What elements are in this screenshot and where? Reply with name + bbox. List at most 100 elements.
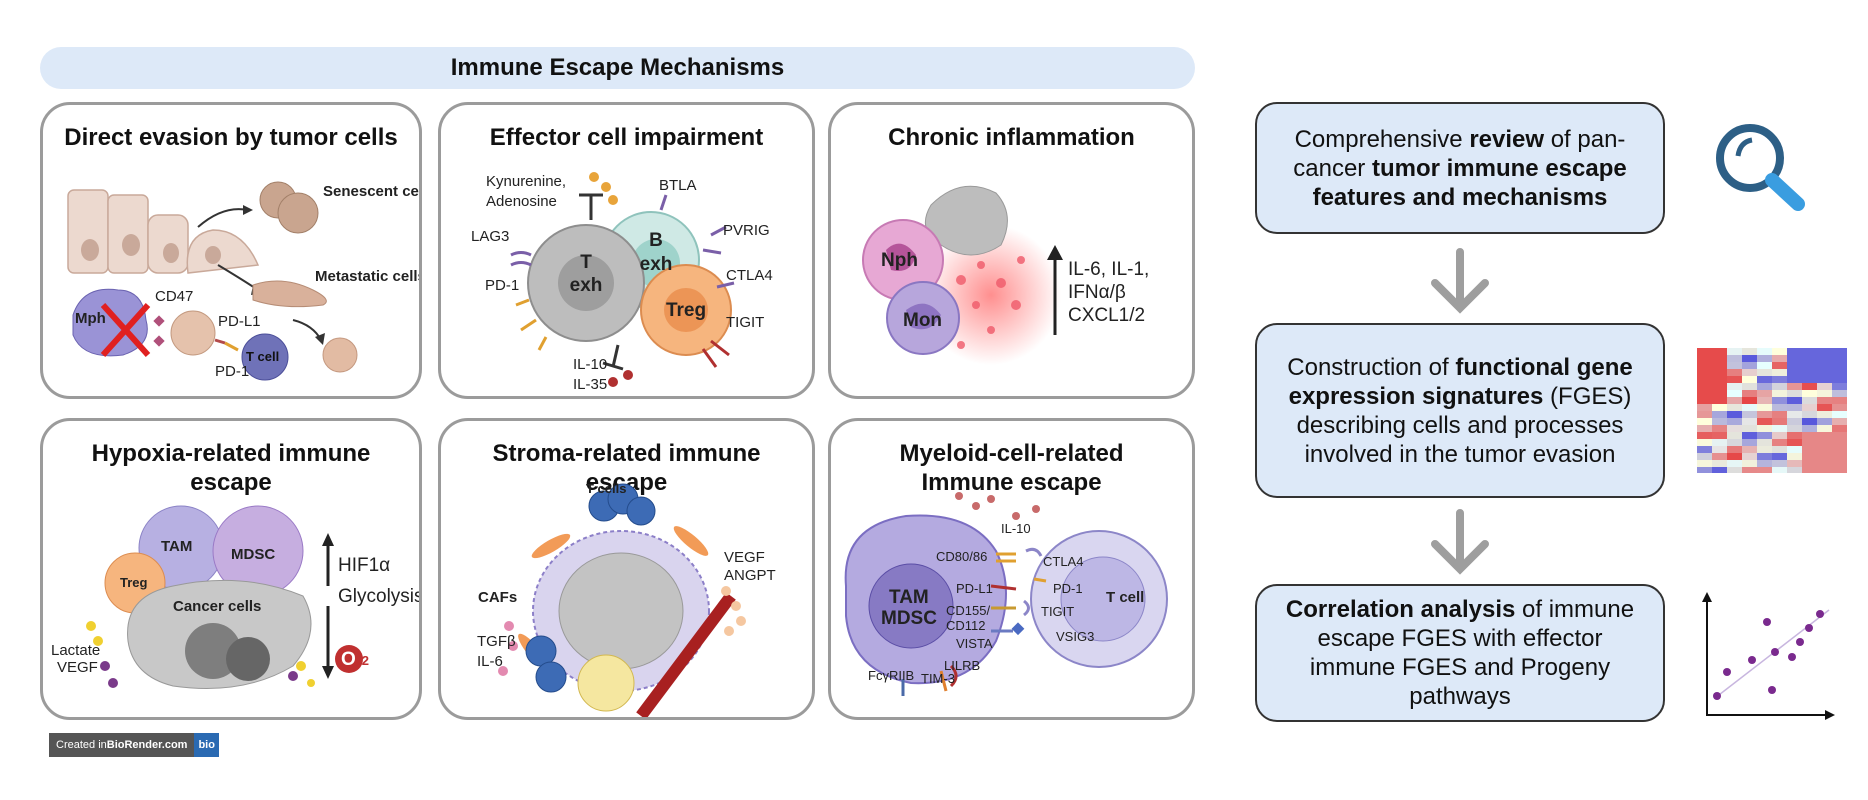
heatmap-cell <box>1757 425 1772 432</box>
badge-text: Created in BioRender.com <box>49 733 195 757</box>
heatmap-cell <box>1772 390 1787 397</box>
heatmap-cell <box>1712 446 1727 453</box>
heatmap-cell <box>1712 411 1727 418</box>
heatmap-cell <box>1742 439 1757 446</box>
label-cytokines-2: IFNα/β <box>1068 282 1126 303</box>
label-tam: TAM <box>889 587 929 608</box>
heatmap-cell <box>1787 460 1802 467</box>
label-il35: IL-35 <box>573 376 608 393</box>
heatmap-cell <box>1817 376 1832 383</box>
heatmap-cell <box>1727 404 1742 411</box>
heatmap-cell <box>1712 404 1727 411</box>
heatmap-cell <box>1772 432 1787 439</box>
heatmap-cell <box>1817 362 1832 369</box>
heatmap-cell <box>1757 376 1772 383</box>
heatmap-cell <box>1787 376 1802 383</box>
heatmap-cell <box>1787 467 1802 473</box>
heatmap-cell <box>1727 355 1742 362</box>
heatmap-cell <box>1727 446 1742 453</box>
heatmap-cell <box>1727 390 1742 397</box>
label-vegf: VEGF <box>57 659 98 676</box>
heatmap-cell <box>1832 411 1847 418</box>
heatmap-cell <box>1697 397 1712 404</box>
heatmap-cell <box>1832 404 1847 411</box>
heatmap-cell <box>1757 411 1772 418</box>
biorender-badge: Created in BioRender.com bio <box>49 733 219 757</box>
heatmap-cell <box>1787 453 1802 460</box>
heatmap-cell <box>1772 467 1787 473</box>
heatmap-cell <box>1712 460 1727 467</box>
heatmap-cell <box>1742 467 1757 473</box>
badge-tag: bio <box>194 733 219 757</box>
heatmap-cell <box>1802 355 1817 362</box>
heatmap-cell <box>1697 369 1712 376</box>
label-senescent: Senescent cells <box>323 183 419 200</box>
label-cytokines-1: IL-6, IL-1, <box>1068 259 1150 280</box>
label-tcell: T cell <box>246 349 280 364</box>
label-cd155: CD155/ <box>946 603 991 618</box>
heatmap-cell <box>1787 418 1802 425</box>
label-tcells: T cells <box>586 481 627 496</box>
heatmap-cell <box>1772 418 1787 425</box>
heatmap-cell <box>1727 369 1742 376</box>
heatmap-cell <box>1817 453 1832 460</box>
heatmap-cell <box>1817 411 1832 418</box>
step-review-text: Comprehensive review of pan-cancer tumor… <box>1293 125 1627 211</box>
label-lilrb: LILRB <box>944 658 981 673</box>
label-metastatic: Metastatic cells <box>315 268 422 285</box>
heatmap-cell <box>1802 362 1817 369</box>
label-fcyriib: FcγRIIB <box>868 668 915 683</box>
heatmap-cell <box>1742 453 1757 460</box>
heatmap-cell <box>1817 467 1832 473</box>
heatmap-cell <box>1712 383 1727 390</box>
label-nph: Nph <box>881 250 918 271</box>
label-tcell: T cell <box>1106 589 1145 606</box>
heatmap-cell <box>1802 411 1817 418</box>
heatmap-cell <box>1787 411 1802 418</box>
heatmap-cell <box>1802 348 1817 355</box>
heatmap-cell <box>1817 369 1832 376</box>
heatmap-cell <box>1817 460 1832 467</box>
label-tigit: TIGIT <box>1041 604 1075 619</box>
heatmap-cell <box>1757 439 1772 446</box>
label-pdl1: PD-L1 <box>218 313 261 330</box>
heatmap-cell <box>1802 446 1817 453</box>
step-correlation-text: Correlation analysis of immune escape FG… <box>1285 596 1635 710</box>
heatmap-cell <box>1787 397 1802 404</box>
label-il10: IL-10 <box>573 356 608 373</box>
heatmap-cell <box>1772 369 1787 376</box>
heatmap-cell <box>1697 439 1712 446</box>
heatmap-cell <box>1727 376 1742 383</box>
heatmap-cell <box>1802 369 1817 376</box>
heatmap-cell <box>1742 376 1757 383</box>
label-lactate: Lactate <box>51 642 101 659</box>
panel-chronic-inflammation: Chronic inflammation Nph Mon IL-6, IL-1,… <box>828 102 1195 399</box>
heatmap-cell <box>1727 362 1742 369</box>
label-treg: Treg <box>665 300 707 321</box>
heatmap-cell <box>1817 404 1832 411</box>
heatmap-cell <box>1757 460 1772 467</box>
label-bexh-b: B <box>649 230 663 251</box>
label-tigit: TIGIT <box>726 314 765 331</box>
heatmap-cell <box>1742 418 1757 425</box>
heatmap-icon <box>1697 348 1847 473</box>
heatmap-cell <box>1742 411 1757 418</box>
heatmap-cell <box>1772 425 1787 432</box>
heatmap-cell <box>1817 355 1832 362</box>
heatmap-cell <box>1742 425 1757 432</box>
heatmap-cell <box>1697 383 1712 390</box>
heatmap-cell <box>1727 348 1742 355</box>
section-banner: Immune Escape Mechanisms <box>40 47 1195 89</box>
heatmap-cell <box>1712 369 1727 376</box>
heatmap-cell <box>1742 355 1757 362</box>
heatmap-cell <box>1757 355 1772 362</box>
label-cd8086: CD80/86 <box>936 549 988 564</box>
stroma-illustration <box>498 483 746 717</box>
label-tam: TAM <box>161 538 193 555</box>
heatmap-cell <box>1697 460 1712 467</box>
heatmap-cell <box>1832 397 1847 404</box>
heatmap-cell <box>1712 453 1727 460</box>
panel-title: Hypoxia-related immune escape <box>91 440 371 496</box>
heatmap-cell <box>1772 376 1787 383</box>
